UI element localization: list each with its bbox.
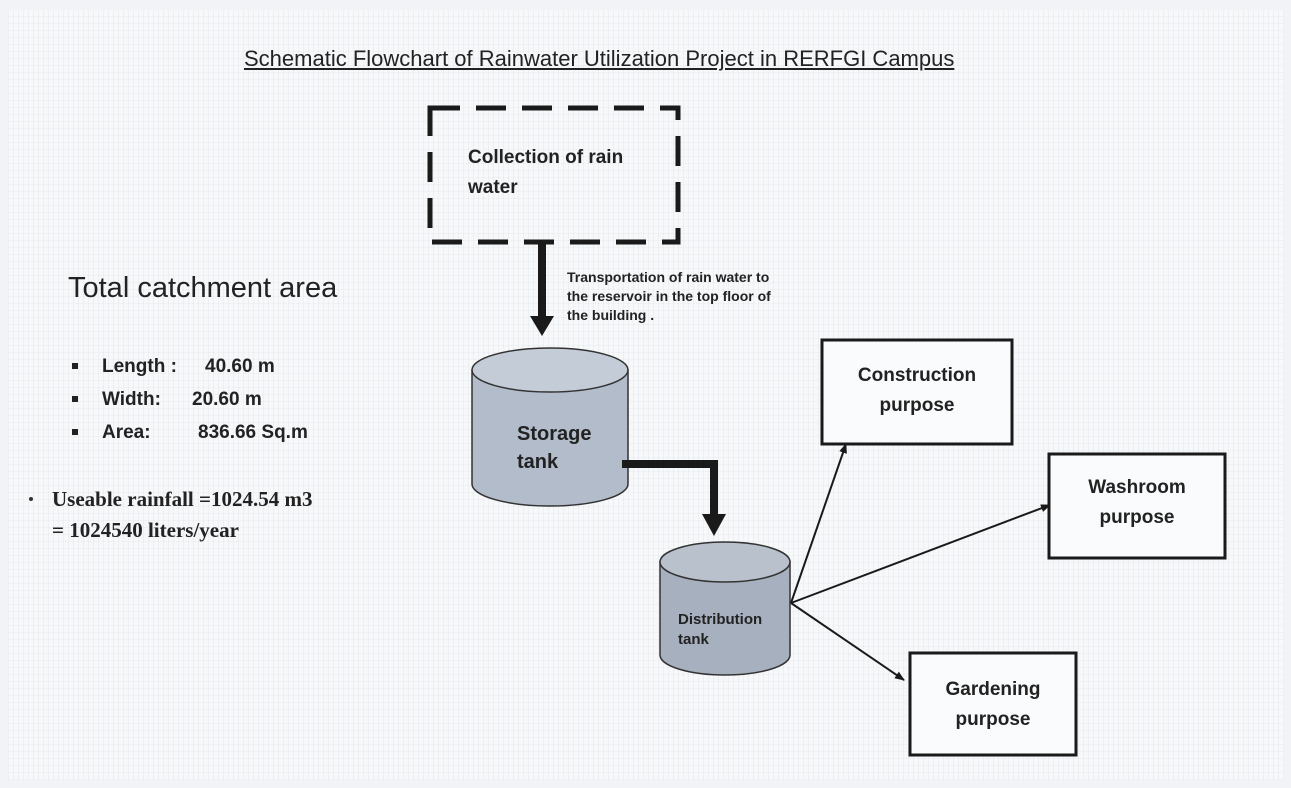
length-label: Length : (102, 356, 177, 377)
storage-tank-cylinder (471, 347, 629, 507)
gardening-line1: Gardening (945, 679, 1041, 700)
arrow-to-gardening (790, 602, 905, 681)
arrow-collection-to-storage (530, 244, 554, 336)
bullet-icon (72, 429, 78, 435)
length-value: 40.60 m (205, 356, 275, 377)
washroom-line1: Washroom (1088, 477, 1186, 498)
construction-line2: purpose (879, 395, 955, 416)
rainfall-line1: Useable rainfall =1024.54 m3 (52, 487, 313, 511)
storage-tank-line2: tank (517, 451, 559, 473)
distribution-tank-label: Distribution tank (678, 610, 762, 650)
distribution-tank-line1: Distribution (678, 611, 763, 628)
transport-note-line3: the building . (567, 307, 655, 323)
area-value: 836.66 Sq.m (198, 422, 308, 443)
width-value: 20.60 m (192, 389, 262, 410)
collection-line1: Collection of rain (468, 147, 624, 168)
scanned-page (8, 10, 1284, 780)
transport-note-line1: Transportation of rain water to (567, 269, 770, 285)
useable-rainfall: Useable rainfall =1024.54 m3 = 1024540 l… (52, 484, 312, 546)
storage-tank-line1: Storage (517, 423, 592, 445)
transport-note-line2: the reservoir in the top floor of (567, 288, 771, 304)
arrow-to-construction (790, 443, 847, 604)
area-label: Area: (102, 422, 151, 443)
gardening-line2: purpose (955, 709, 1031, 730)
collection-label: Collection of rain water (468, 143, 623, 203)
rainfall-bullet-icon (29, 497, 33, 501)
arrow-storage-to-distribution (622, 460, 726, 536)
washroom-box (1047, 452, 1227, 560)
rainfall-line2: = 1024540 liters/year (52, 518, 239, 542)
construction-box (820, 338, 1014, 446)
catchment-heading: Total catchment area (68, 272, 338, 304)
distribution-tank-line2: tank (678, 631, 709, 648)
collection-line2: water (468, 177, 518, 198)
washroom-line2: purpose (1099, 507, 1175, 528)
construction-line1: Construction (857, 365, 977, 386)
gardening-box (908, 651, 1078, 757)
construction-label: Construction purpose (822, 361, 1012, 421)
distribution-tank-cylinder (659, 541, 791, 676)
bullet-icon (72, 363, 78, 369)
gardening-label: Gardening purpose (910, 675, 1076, 735)
storage-tank-label: Storage tank (517, 420, 591, 476)
transport-note: Transportation of rain water to the rese… (567, 268, 771, 325)
width-label: Width: (102, 389, 161, 410)
washroom-label: Washroom purpose (1049, 473, 1225, 533)
arrow-to-washroom (790, 504, 1051, 604)
bullet-icon (72, 396, 78, 402)
page-title: Schematic Flowchart of Rainwater Utiliza… (244, 46, 955, 71)
collection-box (427, 105, 681, 245)
